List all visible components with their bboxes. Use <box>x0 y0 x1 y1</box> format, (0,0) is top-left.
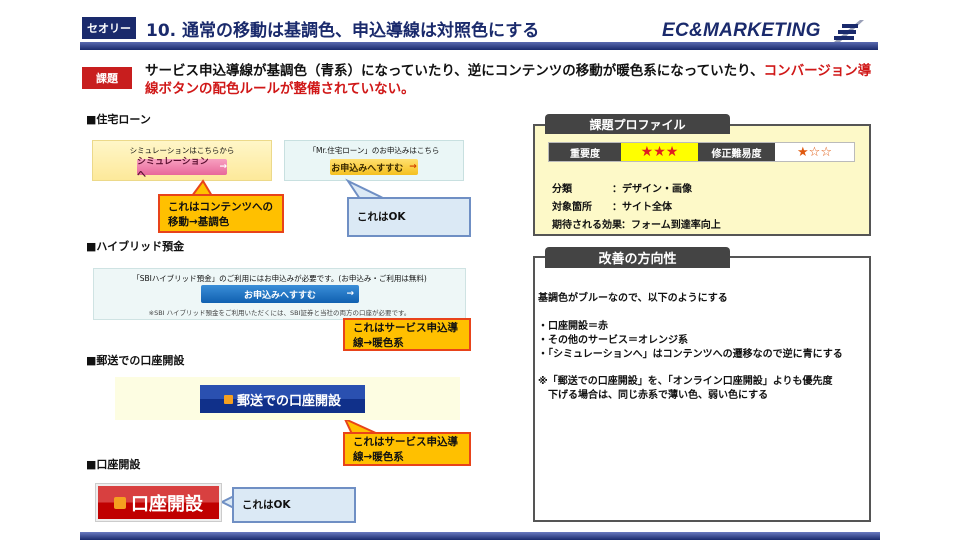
difficulty-label: 修正難易度 <box>698 143 775 161</box>
housing-apply-button-label: お申込みへすすむ <box>331 163 404 174</box>
improvement-line: 基調色がブルーなので、以下のようにする <box>538 293 728 304</box>
simulation-panel: シミュレーションはこちらから シミュレーションへ → <box>92 140 272 181</box>
issue-text-red: コンバージョン導線ボタンの配色ルールが整備されていない。 <box>145 63 872 97</box>
simulation-caption: シミュレーションはこちらから <box>129 146 235 155</box>
improvement-line: ・その他のサービス＝オレンジ系 <box>538 335 688 346</box>
hybrid-apply-button[interactable]: お申込みへすすむ → <box>201 285 359 303</box>
arrow-right-icon: → <box>409 162 417 172</box>
simulation-button-label: シミュレーションへ <box>137 157 209 180</box>
logo-mark-icon <box>834 20 865 42</box>
housing-apply-caption: 「Mr.住宅ローン」のお申込みはこちら <box>308 146 440 155</box>
mail-account-open-button[interactable]: 郵送での口座開設 <box>200 385 365 413</box>
page-title: 10. 通常の移動は基調色、申込導線は対照色にする <box>146 21 540 41</box>
profile-value: ：デザイン・画像 <box>612 184 692 195</box>
callout-mail: これはサービス申込導線→暖色系 <box>343 432 471 466</box>
callout-line: 線→暖色系 <box>353 337 404 349</box>
housing-apply-panel: 「Mr.住宅ローン」のお申込みはこちら お申込みへすすむ → <box>284 140 464 181</box>
callout-content-navigation: これはコンテンツへの移動→基調色 <box>158 194 284 233</box>
section-heading-mail: ■郵送での口座開設 <box>86 354 185 367</box>
importance-stars: ★★★ <box>621 143 698 161</box>
issue-profile-title: 課題プロファイル <box>545 114 730 134</box>
arrow-right-icon: → <box>219 162 227 172</box>
arrow-right-icon: → <box>346 289 354 299</box>
account-open-button[interactable]: 口座開設 <box>96 484 221 521</box>
hybrid-panel: 「SBIハイブリッド預金」のご利用にはお申込みが必要です。(お申込み・ご利用は無… <box>93 268 466 320</box>
issue-text-main: サービス申込導線が基調色（青系）になっていたり、逆にコンテンツの移動が暖色系にな… <box>145 63 764 79</box>
section-heading-hybrid: ■ハイブリッド預金 <box>86 240 185 253</box>
simulation-button[interactable]: シミュレーションへ → <box>137 157 227 180</box>
account-open-button-label: 口座開設 <box>131 493 203 515</box>
profile-key: 期待される効果 <box>552 220 622 231</box>
profile-key: 対象箇所 <box>552 202 592 213</box>
arrow-square-icon <box>223 394 233 404</box>
callout-line: 移動→基調色 <box>168 216 230 228</box>
theory-badge: セオリー <box>82 17 136 39</box>
improvement-title: 改善の方向性 <box>545 247 730 268</box>
header-divider <box>80 42 878 50</box>
rating-row: 重要度 ★★★ 修正難易度 ★☆☆ <box>548 142 855 162</box>
callout-ok-open: これはOK <box>232 487 356 523</box>
callout-line: これはサービス申込導 <box>353 322 458 334</box>
improvement-line: ※「郵送での口座開設」を、「オンライン口座開設」よりも優先度 <box>538 376 833 387</box>
footer-bar <box>80 532 880 540</box>
callout-ok-housing: これはOK <box>347 197 471 237</box>
housing-apply-button[interactable]: お申込みへすすむ → <box>330 159 418 175</box>
mail-account-open-button-label: 郵送での口座開設 <box>236 393 341 409</box>
hybrid-note: ※SBI ハイブリッド預金をご利用いただくには、SBI証券と当社の両方の口座が必… <box>148 309 411 317</box>
callout-line: 線→暖色系 <box>353 451 404 463</box>
profile-key: 分類 <box>552 184 572 195</box>
importance-label: 重要度 <box>549 143 621 161</box>
profile-value: ：サイト全体 <box>612 202 672 213</box>
improvement-panel <box>533 256 871 522</box>
callout-hybrid: これはサービス申込導線→暖色系 <box>343 318 471 351</box>
improvement-line: ・口座開設＝赤 <box>538 321 608 332</box>
section-heading-open: ■口座開設 <box>86 458 141 471</box>
improvement-line: 下げる場合は、同じ赤系で薄い色、弱い色にする <box>538 390 769 401</box>
profile-value: ：フォーム到達率向上 <box>621 220 721 231</box>
improvement-line: ・「シミュレーションへ」はコンテンツへの遷移なので逆に青にする <box>538 349 843 360</box>
hybrid-apply-button-label: お申込みへすすむ <box>243 290 316 301</box>
arrow-square-icon <box>114 496 126 509</box>
hybrid-caption: 「SBIハイブリッド預金」のご利用にはお申込みが必要です。(お申込み・ご利用は無… <box>132 274 427 283</box>
callout-line: これはサービス申込導 <box>353 436 458 448</box>
issue-badge: 課題 <box>82 67 132 89</box>
logo-text: EC&MARKETING <box>662 20 821 42</box>
section-heading-housing: ■住宅ローン <box>86 113 151 126</box>
callout-line: これはコンテンツへの <box>168 201 273 213</box>
difficulty-stars: ★☆☆ <box>775 143 854 161</box>
issue-text: サービス申込導線が基調色（青系）になっていたり、逆にコンテンツの移動が暖色系にな… <box>145 62 880 98</box>
logo: EC&MARKETING <box>662 18 866 44</box>
